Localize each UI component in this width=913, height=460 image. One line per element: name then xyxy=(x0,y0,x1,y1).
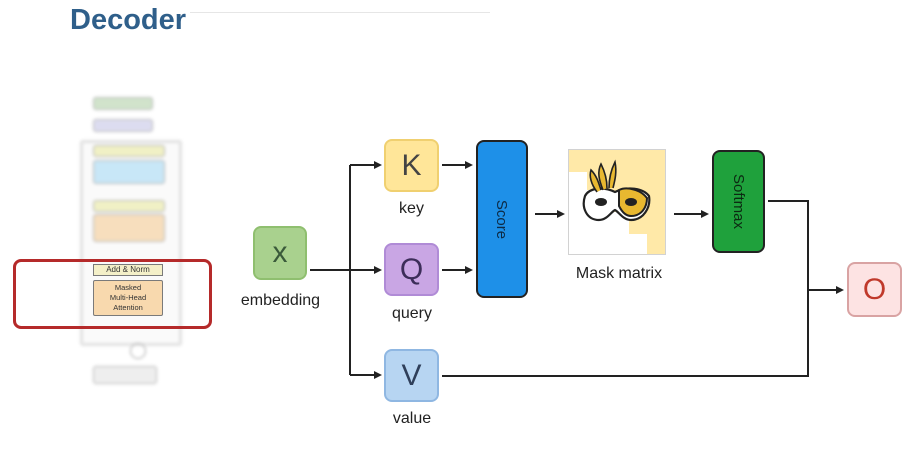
masquerade-mask-icon xyxy=(569,150,665,254)
score-label: Score xyxy=(493,199,511,239)
embedding-x-box: x xyxy=(253,226,307,280)
mask-matrix-caption: Mask matrix xyxy=(575,265,663,282)
mmha-line-2: Multi-Head xyxy=(109,293,147,302)
softmax-box: Softmax xyxy=(712,150,765,253)
mask-matrix xyxy=(568,149,666,255)
arrow-softmax-to-o xyxy=(768,200,844,294)
mmha-line-1: Masked xyxy=(114,283,142,292)
v-symbol: V xyxy=(401,358,422,392)
score-box: Score xyxy=(476,140,528,298)
line-v-to-o xyxy=(442,290,809,377)
value-caption: value xyxy=(392,410,432,427)
x-symbol: x xyxy=(272,236,288,269)
decoder-highlight-frame xyxy=(13,259,212,329)
title-divider xyxy=(190,12,490,13)
add-norm-block: Add & Norm xyxy=(93,264,163,276)
k-symbol: K xyxy=(401,148,422,182)
query-box: Q xyxy=(384,243,439,296)
value-box: V xyxy=(384,349,439,402)
page-title: Decoder xyxy=(70,4,187,36)
key-box: K xyxy=(384,139,439,192)
q-symbol: Q xyxy=(399,252,424,286)
output-o-box: O xyxy=(847,262,902,317)
key-caption: key xyxy=(399,200,424,217)
query-caption: query xyxy=(391,305,433,322)
softmax-label: Softmax xyxy=(730,173,747,230)
masked-multi-head-attention-block: Masked Multi-Head Attention xyxy=(93,280,163,316)
embedding-caption: embedding xyxy=(240,292,321,309)
mmha-line-3: Attention xyxy=(113,303,143,312)
o-symbol: O xyxy=(862,272,887,306)
